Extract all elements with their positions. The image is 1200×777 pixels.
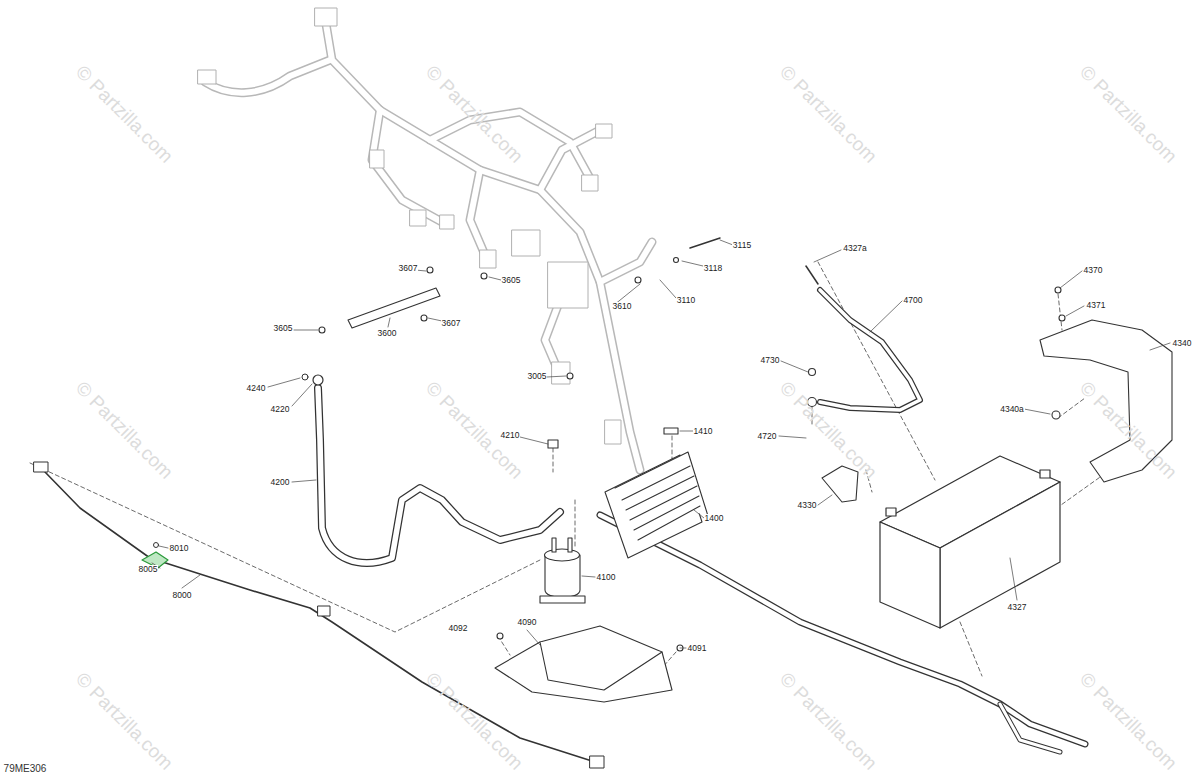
- callout-number: 3605: [501, 276, 522, 285]
- callout-number: 1400: [704, 514, 725, 523]
- callout-number: 4092: [448, 624, 469, 633]
- callout-number: 4091: [687, 644, 708, 653]
- callout-number: 4330: [797, 501, 818, 510]
- watermark: © Partzilla.com: [777, 669, 881, 773]
- callout-number: 4730: [760, 356, 781, 365]
- battery: [880, 456, 1060, 628]
- callout-number: 4100: [596, 573, 617, 582]
- callout-number: 3110: [676, 296, 696, 305]
- callout-number: 4327a: [842, 244, 868, 253]
- callout-number: 3607: [398, 264, 419, 273]
- ground-strap: [319, 238, 720, 379]
- watermark: © Partzilla.com: [73, 669, 177, 773]
- leader-lines: [152, 240, 1170, 648]
- callout-number: 4220: [270, 405, 291, 414]
- negative-cable: [806, 266, 920, 410]
- callout-number: 4090: [517, 618, 538, 627]
- callout-number: 4340a: [999, 405, 1025, 414]
- callout-number: 8000: [172, 591, 193, 600]
- callout-number: 8005: [138, 565, 159, 574]
- callout-number: 3115: [732, 241, 752, 250]
- watermark: © Partzilla.com: [73, 62, 177, 166]
- solenoid-bracket: [495, 626, 683, 702]
- watermark: © Partzilla.com: [1077, 62, 1181, 166]
- callout-number: 3600: [377, 329, 398, 338]
- callout-number: 4720: [757, 432, 778, 441]
- callout-number: 4371: [1086, 301, 1107, 310]
- callout-number: 3607: [441, 319, 462, 328]
- watermark: © Partzilla.com: [777, 62, 881, 166]
- callout-number: 4370: [1083, 266, 1104, 275]
- watermark: © Partzilla.com: [73, 378, 177, 482]
- watermark: © Partzilla.com: [423, 669, 527, 773]
- callout-number: 3605: [273, 324, 294, 333]
- callout-number: 4240: [246, 384, 267, 393]
- callout-number: 3005: [527, 372, 548, 381]
- callout-number: 3610: [612, 302, 633, 311]
- starter-solenoid: [540, 538, 585, 603]
- watermark: © Partzilla.com: [777, 378, 881, 482]
- battery-cable: [302, 374, 560, 563]
- callout-number: 4700: [903, 296, 924, 305]
- watermark: © Partzilla.com: [1077, 669, 1181, 773]
- callout-number: 4340: [1172, 339, 1193, 348]
- callout-number: 4210: [500, 431, 521, 440]
- alignment-lines: [30, 262, 1110, 676]
- callout-number: 4327: [1007, 603, 1028, 612]
- voltage-regulator: [548, 428, 708, 558]
- callout-number: 3118: [703, 264, 723, 273]
- drawing-code: 79ME306: [4, 764, 47, 774]
- callout-number: 1410: [693, 427, 714, 436]
- callout-number: 4200: [270, 478, 291, 487]
- terminal-cover: [822, 466, 858, 502]
- callout-number: 8010: [169, 544, 190, 553]
- wiring-harness: [198, 8, 652, 470]
